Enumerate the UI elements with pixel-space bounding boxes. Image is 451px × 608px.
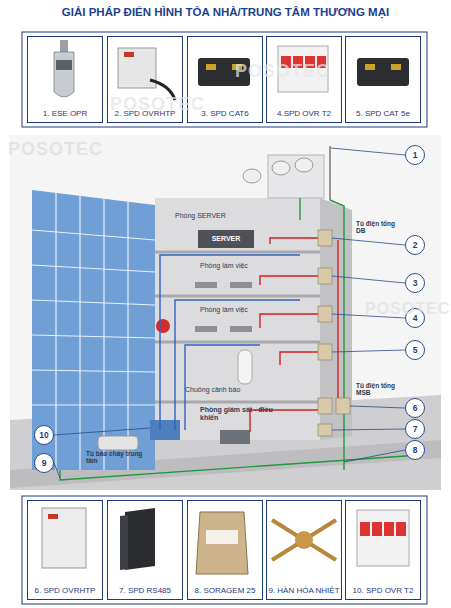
room-label: Phòng giám sát - điều khiển xyxy=(200,406,278,421)
callout-number: 10 xyxy=(39,430,48,440)
room-label: Phòng SERVER xyxy=(175,212,255,220)
spd-box-icon xyxy=(118,48,175,100)
panel-label: Tủ báo cháy trung tâm xyxy=(86,450,146,464)
watermark: POSOTEC xyxy=(235,62,355,82)
watermark: POSOTEC xyxy=(365,300,451,318)
product-name: 6. SPD OVRHTP xyxy=(28,586,102,595)
leader-line xyxy=(54,148,405,478)
equipment-label: SERVER xyxy=(198,235,254,243)
product-box: 10. SPD OVR T2 xyxy=(345,500,421,600)
panel-label: Tủ điện tổng MSB xyxy=(356,382,402,396)
car xyxy=(98,436,138,450)
callout-circle: 10 xyxy=(34,425,54,445)
room-label: Phòng làm việc xyxy=(200,262,280,270)
product-box: 5. SPD CAT 5e xyxy=(345,36,421,123)
callout-number: 6 xyxy=(413,403,418,413)
bottom-frame xyxy=(22,496,427,604)
callout-number: 3 xyxy=(413,278,418,288)
spd-box-icon xyxy=(42,508,86,568)
cat5e-icon xyxy=(357,58,409,86)
watermark: POSOTEC xyxy=(8,140,128,160)
control-desk xyxy=(220,430,250,444)
callout-circle: 8 xyxy=(405,440,425,460)
top-frame xyxy=(22,32,427,127)
power-wiring xyxy=(60,198,420,480)
rs485-icon xyxy=(120,508,155,570)
callout-circle: 1 xyxy=(405,145,425,165)
product-name: 10. SPD OVR T2 xyxy=(346,586,420,595)
callout-circle: 9 xyxy=(34,453,54,473)
electrical-panel xyxy=(318,230,350,436)
callout-number: 1 xyxy=(413,150,418,160)
callout-number: 2 xyxy=(413,240,418,250)
alarm-bell xyxy=(156,319,170,333)
satellite-dish xyxy=(243,158,313,183)
fire-extinguisher xyxy=(238,350,252,384)
product-name: 9. HÀN HÓA NHIỆT xyxy=(267,586,341,595)
room-label: Phòng làm việc xyxy=(200,306,280,314)
callout-circle: 3 xyxy=(405,273,425,293)
server-rack xyxy=(198,230,254,248)
product-box: 9. HÀN HÓA NHIỆT xyxy=(266,500,342,600)
product-name: 7. SPD RS485 xyxy=(108,586,182,595)
callout-circle: 6 xyxy=(405,398,425,418)
callout-number: 7 xyxy=(413,424,418,434)
title: GIẢI PHÁP ĐIỂN HÌNH TÒA NHÀ/TRUNG TÂM TH… xyxy=(0,6,451,18)
callout-number: 5 xyxy=(413,345,418,355)
panel-label: Tủ điện tổng DB xyxy=(356,220,402,234)
product-name: 5. SPD CAT 5e xyxy=(346,109,420,118)
callout-circle: 5 xyxy=(405,340,425,360)
ese-icon xyxy=(54,40,74,97)
ovr-t2-icon xyxy=(357,510,409,566)
building-body xyxy=(155,198,320,440)
product-box: 8. SORAGEM 25 xyxy=(187,500,263,600)
callout-number: 8 xyxy=(413,445,418,455)
product-box: 1. ESE OPR xyxy=(27,36,103,123)
callout-number: 9 xyxy=(42,458,47,468)
product-name: 1. ESE OPR xyxy=(28,109,102,118)
product-box: 6. SPD OVRHTP xyxy=(27,500,103,600)
roof-structure xyxy=(268,155,324,198)
callout-circle: 7 xyxy=(405,419,425,439)
soragem-bag-icon xyxy=(196,512,248,574)
watermark: POSOTEC xyxy=(110,95,230,115)
exothermic-weld-icon xyxy=(272,520,336,560)
product-name: 4.SPD OVR T2 xyxy=(267,109,341,118)
callout-circle: 2 xyxy=(405,235,425,255)
product-name: 8. SORAGEM 25 xyxy=(188,586,262,595)
lightning-rod xyxy=(329,146,331,200)
product-box: 7. SPD RS485 xyxy=(107,500,183,600)
room-label: Chuông cảnh báo xyxy=(185,386,265,394)
floor-slabs xyxy=(155,252,320,402)
glass-facade xyxy=(32,190,155,470)
